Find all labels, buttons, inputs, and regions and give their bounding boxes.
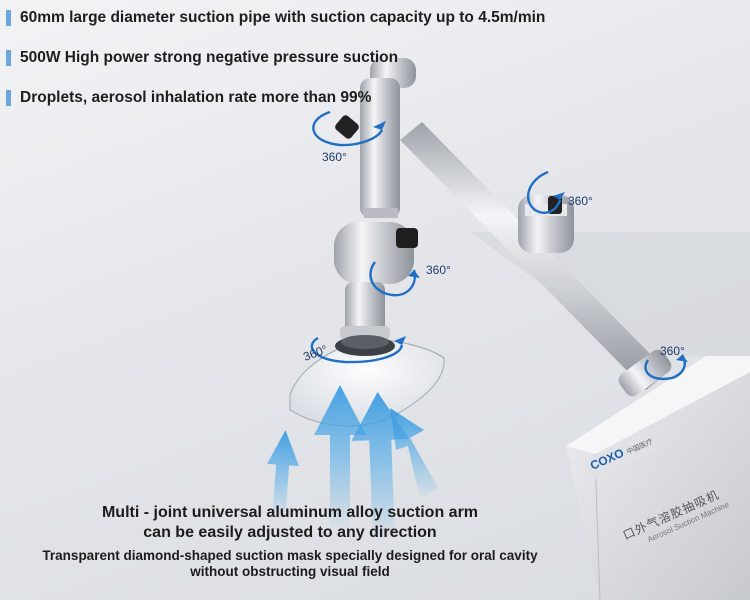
suction-machine-cabinet (566, 356, 750, 600)
caption-line: can be easily adjusted to any direction (143, 524, 437, 541)
caption-line: Transparent diamond-shaped suction mask … (42, 548, 538, 563)
rotation-label: 360° (568, 194, 593, 208)
rotation-label: 360° (660, 344, 685, 358)
suction-mask (289, 335, 445, 427)
bullet-marker (6, 10, 11, 26)
knob-icon (335, 115, 562, 248)
feature-item: Droplets, aerosol inhalation rate more t… (6, 88, 545, 108)
feature-text: 60mm large diameter suction pipe with su… (20, 9, 546, 26)
rotation-arrow-icon (310, 110, 686, 381)
airflow-arrow-icon (267, 385, 438, 541)
feature-item: 60mm large diameter suction pipe with su… (6, 8, 545, 28)
bullet-marker (6, 90, 11, 106)
caption-line: without obstructing visual field (190, 564, 390, 579)
feature-text: 500W High power strong negative pressure… (20, 49, 399, 66)
rotation-arrow-icon (373, 121, 688, 362)
main-caption: Multi - joint universal aluminum alloy s… (0, 503, 580, 543)
bullet-marker (6, 50, 11, 66)
rotation-label: 360° (426, 263, 451, 277)
feature-item: 500W High power strong negative pressure… (6, 48, 545, 68)
caption-line: Multi - joint universal aluminum alloy s… (101, 504, 479, 521)
sub-caption: Transparent diamond-shaped suction mask … (0, 548, 580, 580)
feature-list: 60mm large diameter suction pipe with su… (6, 8, 545, 128)
rotation-label: 360° (322, 150, 347, 164)
feature-text: Droplets, aerosol inhalation rate more t… (20, 89, 372, 106)
